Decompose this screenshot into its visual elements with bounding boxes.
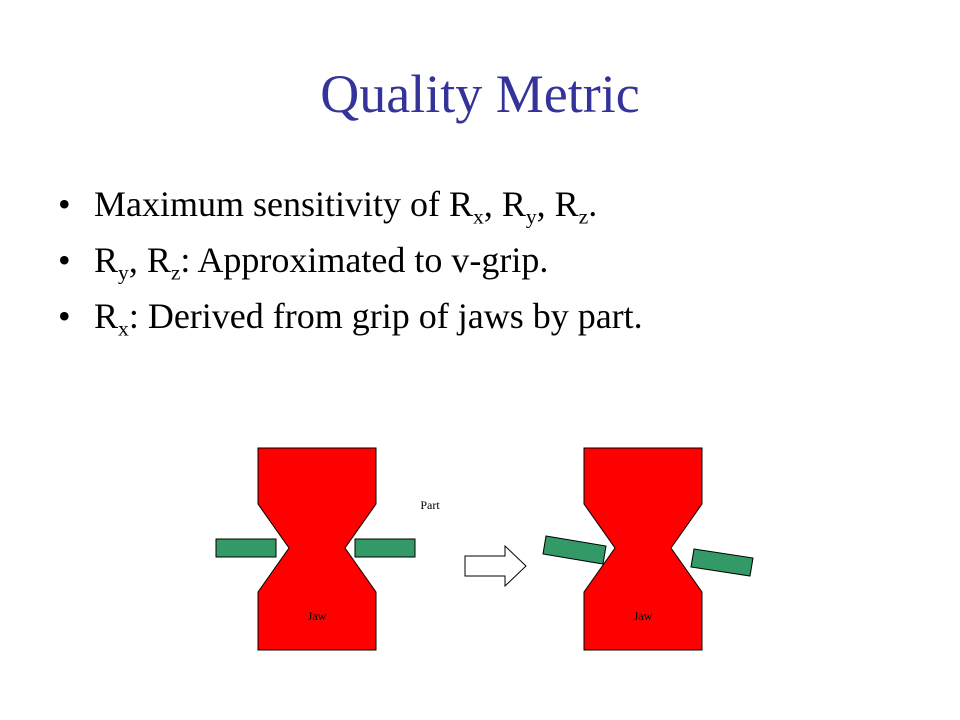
right-jaw: [583, 447, 703, 651]
bullet-item-sensitivity: • Maximum sensitivity of Rx, Ry, Rz.: [58, 180, 643, 236]
bullet-icon: •: [58, 184, 71, 224]
bullet-item-vgrip: • Ry, Rz: Approximated to v-grip.: [58, 236, 643, 292]
right-jaw-label: Jaw: [634, 609, 653, 623]
right-part-bar-right: [690, 548, 754, 577]
left-part-bar-right: [354, 538, 416, 558]
bullet-text: : Approximated to v-grip.: [180, 240, 549, 280]
bullet-text: R: [94, 296, 119, 336]
bullet-text: , R: [483, 184, 526, 224]
subscript: y: [525, 204, 537, 229]
left-part-bar-left: [215, 538, 277, 558]
bullet-text: , R: [128, 240, 171, 280]
transition-arrow: [464, 544, 527, 588]
left-jaw: [257, 447, 377, 651]
slide-title: Quality Metric: [320, 64, 640, 124]
bullet-icon: •: [58, 296, 71, 336]
bullet-text: , R: [536, 184, 579, 224]
bullet-text: Maximum sensitivity of R: [94, 184, 474, 224]
bullet-list: • Maximum sensitivity of Rx, Ry, Rz. • R…: [58, 180, 643, 348]
subscript: x: [473, 204, 484, 229]
subscript: y: [118, 260, 129, 285]
bullet-item-derived: • Rx: Derived from grip of jaws by part.: [58, 292, 643, 348]
subscript: x: [118, 316, 129, 341]
bullet-icon: •: [58, 240, 71, 280]
bullet-text: : Derived from grip of jaws by part.: [128, 296, 643, 336]
subscript: z: [578, 204, 589, 229]
left-jaw-label: Jaw: [308, 609, 327, 623]
subscript: z: [170, 260, 181, 285]
bullet-text: R: [94, 240, 119, 280]
right-part-bar-left: [542, 535, 607, 565]
part-label: Part: [420, 498, 440, 512]
bullet-text: .: [588, 184, 598, 224]
